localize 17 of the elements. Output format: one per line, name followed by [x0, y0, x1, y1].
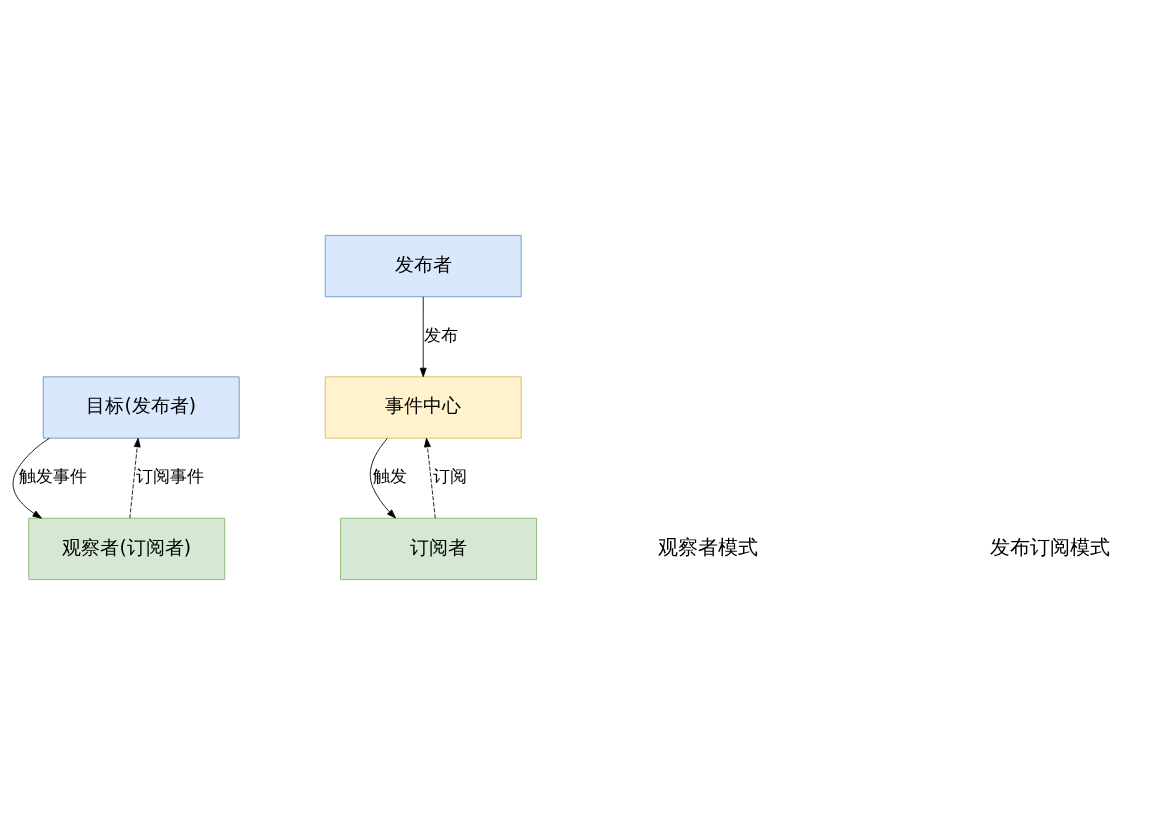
edge-label: 发布 — [423, 324, 458, 345]
arrow — [12, 437, 50, 519]
node-box: 事件中心 — [324, 375, 522, 439]
label: 发布订阅模式 — [990, 534, 1111, 559]
node-box: 目标(发布者) — [42, 375, 240, 439]
node-box: 订阅者 — [340, 517, 537, 580]
edge-label: 订阅 — [433, 465, 468, 486]
arrow — [424, 437, 436, 519]
arrow — [369, 437, 396, 518]
node-box: 观察者(订阅者) — [28, 517, 226, 580]
edge-label: 触发 — [373, 465, 408, 486]
arrow — [129, 437, 141, 519]
label: 观察者模式 — [657, 534, 758, 559]
edge-label: 订阅事件 — [136, 465, 205, 486]
node-box: 发布者 — [324, 234, 522, 297]
edge-label: 触发事件 — [18, 465, 87, 486]
arrow — [419, 295, 427, 377]
